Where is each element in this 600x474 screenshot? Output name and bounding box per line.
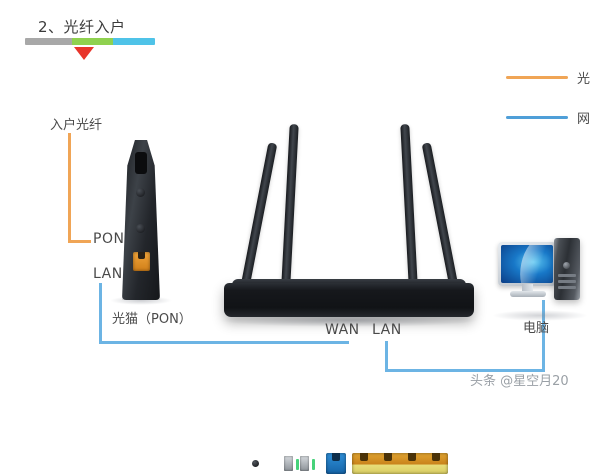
watermark: 头条 @星空月20 — [470, 374, 569, 389]
router-led-1-icon — [296, 459, 299, 470]
ont-device-label: 光猫（PON） — [112, 312, 192, 327]
router-wan-port-icon — [326, 453, 346, 474]
router-lan-port-1 — [360, 453, 368, 461]
progress-segment-upcoming — [113, 38, 155, 45]
fiber-cable-vertical — [68, 133, 71, 243]
router-usb-port-1-icon — [284, 456, 293, 471]
ont-pon-port-label: PON — [93, 231, 125, 247]
pc-drive-bay-3 — [558, 286, 576, 289]
router-usb-port-2-icon — [300, 456, 309, 471]
computer-label: 电脑 — [523, 321, 550, 336]
ethernet-cable-2-horizontal — [385, 369, 545, 372]
monitor-base — [510, 291, 546, 297]
router-body — [224, 283, 474, 474]
progress-marker-icon — [74, 47, 94, 60]
progress-segment-completed — [25, 38, 72, 45]
legend-item-ethernet: 网 — [506, 108, 591, 127]
router-reset-button-icon — [252, 460, 259, 467]
diagram-canvas: 2、光纤入户 入户光纤 PON LAN 光猫（PON） — [0, 0, 600, 400]
legend-label-fiber: 光 — [577, 71, 591, 87]
router-lan-ports-icon — [352, 453, 448, 474]
monitor-icon — [498, 242, 556, 286]
ont-indicator-icon-1 — [136, 188, 145, 197]
router-lan-port-3 — [408, 453, 416, 461]
progress-bar — [25, 38, 155, 45]
pc-tower-icon — [554, 238, 580, 300]
fiber-cable-horizontal — [68, 240, 91, 243]
legend: 光 网 — [506, 68, 590, 148]
legend-item-fiber: 光 — [506, 68, 591, 87]
monitor-screen — [501, 245, 553, 283]
ont-lan-port-label: LAN — [93, 266, 123, 282]
ont-top-slot-icon — [135, 152, 147, 174]
router-lan-port-4 — [432, 453, 440, 461]
router-lan-port-2 — [384, 453, 392, 461]
computer-shadow — [492, 310, 588, 321]
step-title: 2、光纤入户 — [38, 18, 126, 36]
legend-label-ethernet: 网 — [577, 111, 591, 127]
ont-shadow — [110, 296, 172, 305]
ont-indicator-icon-2 — [136, 224, 145, 233]
ethernet-cable-2-vertical-left — [385, 341, 388, 372]
pc-drive-bay-1 — [558, 274, 576, 277]
ont-device — [122, 140, 160, 300]
computer-device — [498, 238, 582, 316]
pc-drive-bay-2 — [558, 280, 576, 283]
router-led-2-icon — [312, 459, 315, 470]
progress-segment-current — [71, 38, 114, 45]
router-device — [218, 118, 478, 474]
router-shadow — [218, 314, 480, 327]
router-wan-label: WAN — [325, 322, 360, 338]
ethernet-cable-1-horizontal — [99, 341, 349, 344]
router-top-edge — [232, 279, 466, 286]
ont-lan-port-icon — [133, 252, 150, 271]
router-lan-label: LAN — [372, 322, 402, 338]
pc-power-button-icon — [563, 262, 570, 269]
ethernet-cable-1-vertical-left — [99, 283, 102, 344]
incoming-fiber-label: 入户光纤 — [50, 118, 103, 133]
legend-line-fiber-icon — [506, 75, 568, 79]
ethernet-cable-2-vertical-right — [542, 300, 545, 371]
monitor-neck — [522, 284, 533, 292]
legend-line-ethernet-icon — [506, 115, 568, 119]
